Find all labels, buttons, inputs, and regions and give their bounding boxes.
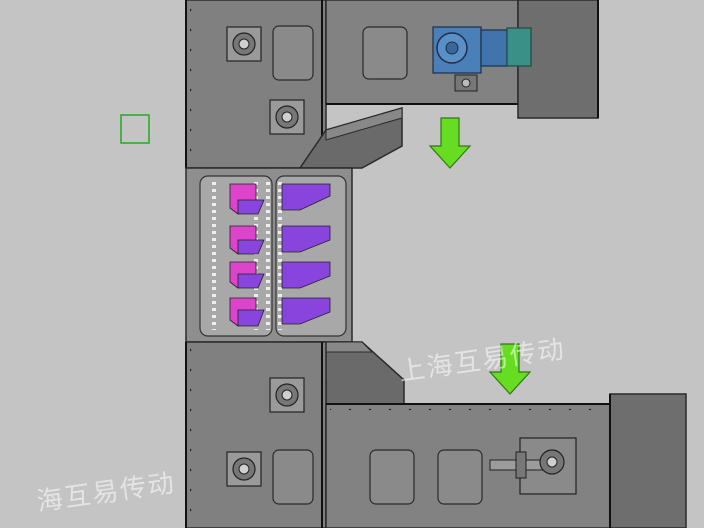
bearing-icon	[269, 99, 305, 135]
lower-left-housing	[185, 341, 327, 528]
bucket-column-left	[229, 183, 265, 327]
bucket-column-right	[281, 183, 331, 325]
down-arrow-icon	[488, 343, 532, 395]
drive-shaft-icon	[489, 437, 577, 495]
bearing-icon	[226, 451, 262, 487]
upper-chute	[298, 107, 403, 169]
marker-square	[120, 114, 150, 144]
rivets	[186, 2, 610, 528]
down-arrow-icon	[428, 117, 472, 169]
bearing-icon	[226, 26, 262, 62]
bearing-icon	[269, 377, 305, 413]
upper-left-housing	[185, 0, 327, 169]
drive-motor-icon	[432, 26, 532, 92]
